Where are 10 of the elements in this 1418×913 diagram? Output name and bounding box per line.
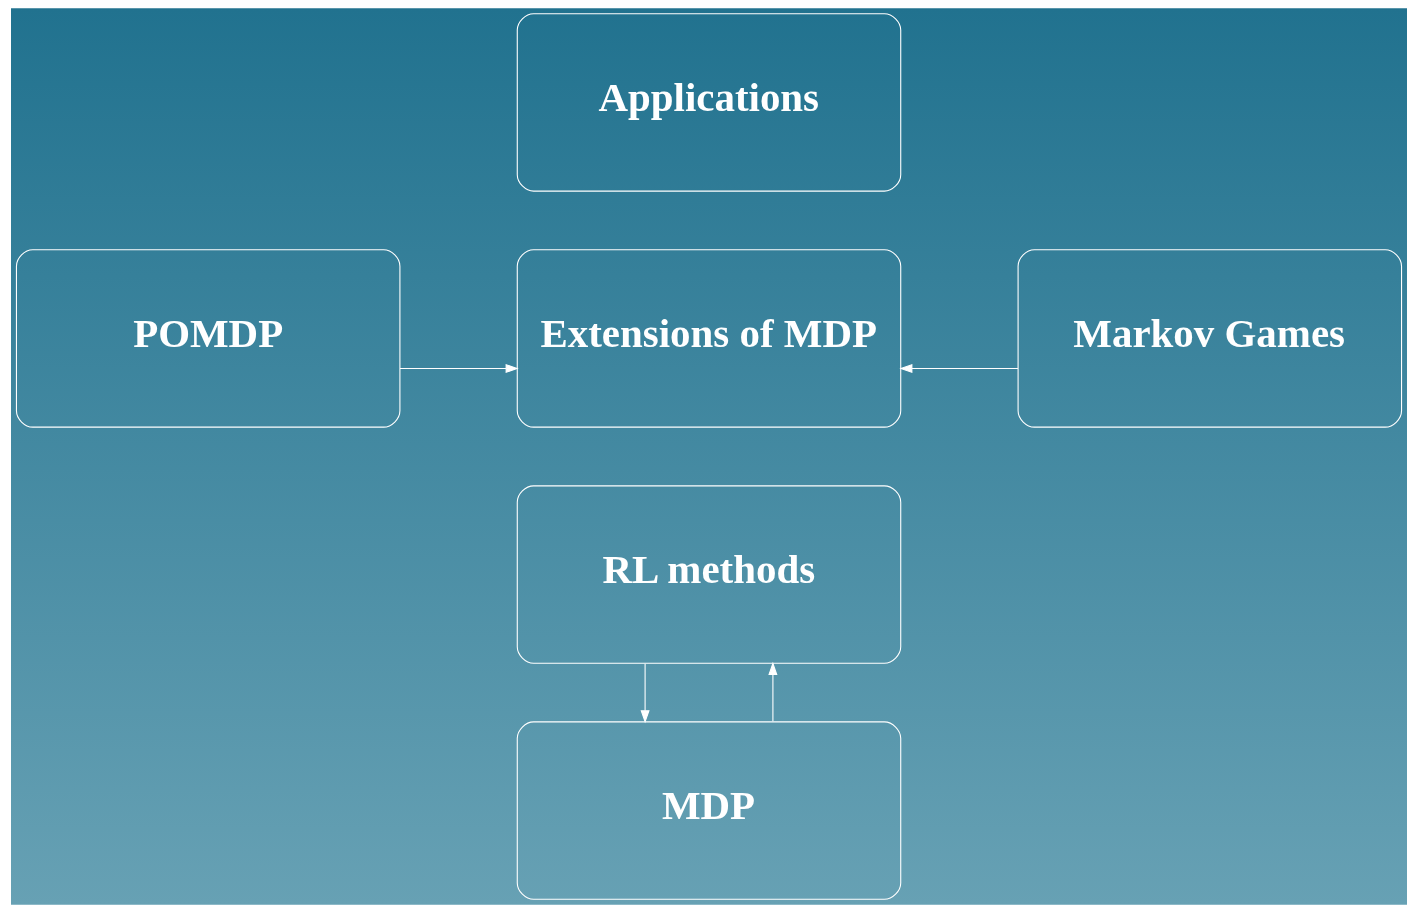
node-box: RL methods bbox=[516, 485, 902, 664]
arrow bbox=[768, 661, 778, 722]
node-box: Markov Games bbox=[1017, 249, 1403, 428]
node-box: POMDP bbox=[15, 249, 401, 428]
arrow bbox=[899, 363, 1019, 374]
arrow bbox=[399, 363, 519, 374]
node-box: Extensions of MDP bbox=[516, 249, 902, 428]
node-box: MDP bbox=[516, 721, 902, 900]
node-box: Applications bbox=[516, 13, 902, 192]
arrow bbox=[640, 663, 650, 724]
